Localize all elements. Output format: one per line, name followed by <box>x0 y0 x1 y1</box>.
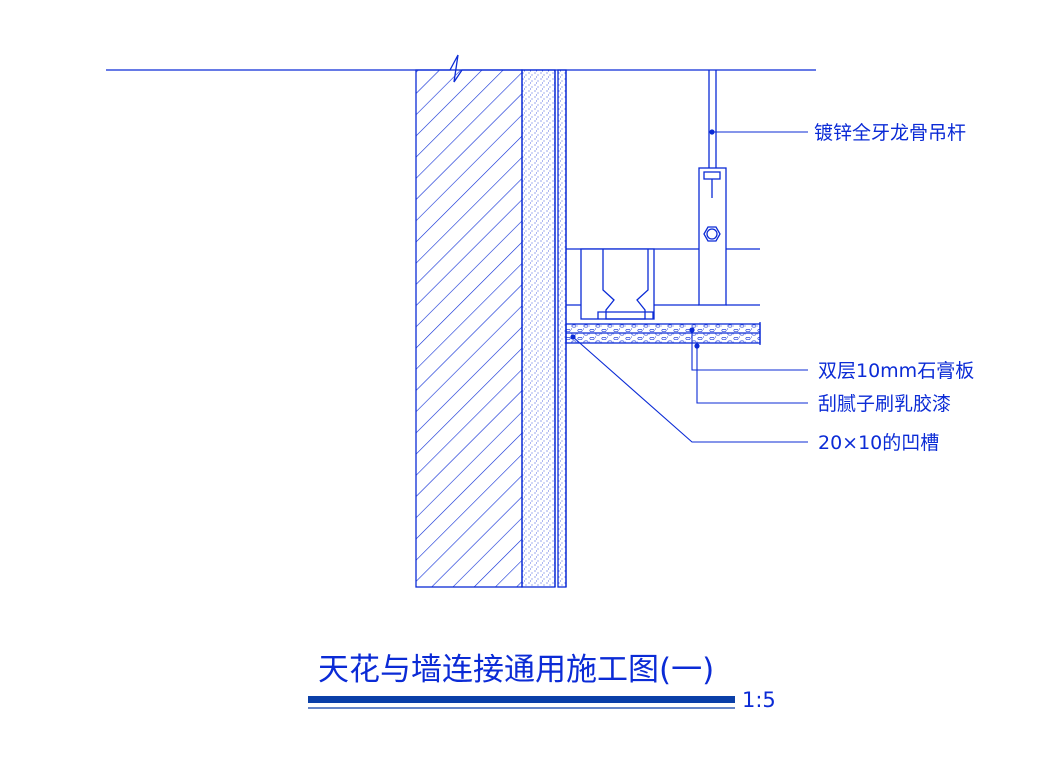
leader-dot-paint <box>694 343 700 349</box>
wall-angle <box>580 248 655 320</box>
label-hanger-rod: 镀锌全牙龙骨吊杆 <box>814 122 966 144</box>
plaster-layer <box>521 69 556 588</box>
concrete-wall <box>415 69 523 588</box>
bracket-hole <box>706 228 718 240</box>
drawing-title: 天花与墙连接通用施工图(一) <box>318 652 714 688</box>
leader-gypsum-board <box>691 330 808 371</box>
runner-clip <box>597 311 654 319</box>
title-bar-thick <box>308 696 735 703</box>
label-gypsum-board: 双层10mm石膏板 <box>818 359 974 382</box>
drawing-scale: 1:5 <box>742 688 776 712</box>
wall-finish-layer <box>557 69 567 588</box>
label-putty-paint: 刮腻子刷乳胶漆 <box>818 393 951 415</box>
leader-putty-paint <box>696 346 808 404</box>
leader-dot-groove <box>570 334 576 340</box>
runner-profile <box>602 249 649 320</box>
label-groove: 20×10的凹槽 <box>818 432 939 454</box>
leader-dot-board <box>689 327 695 333</box>
leader-dot-hanger <box>709 129 715 135</box>
leader-groove <box>572 336 808 443</box>
bracket-nut <box>703 226 721 242</box>
